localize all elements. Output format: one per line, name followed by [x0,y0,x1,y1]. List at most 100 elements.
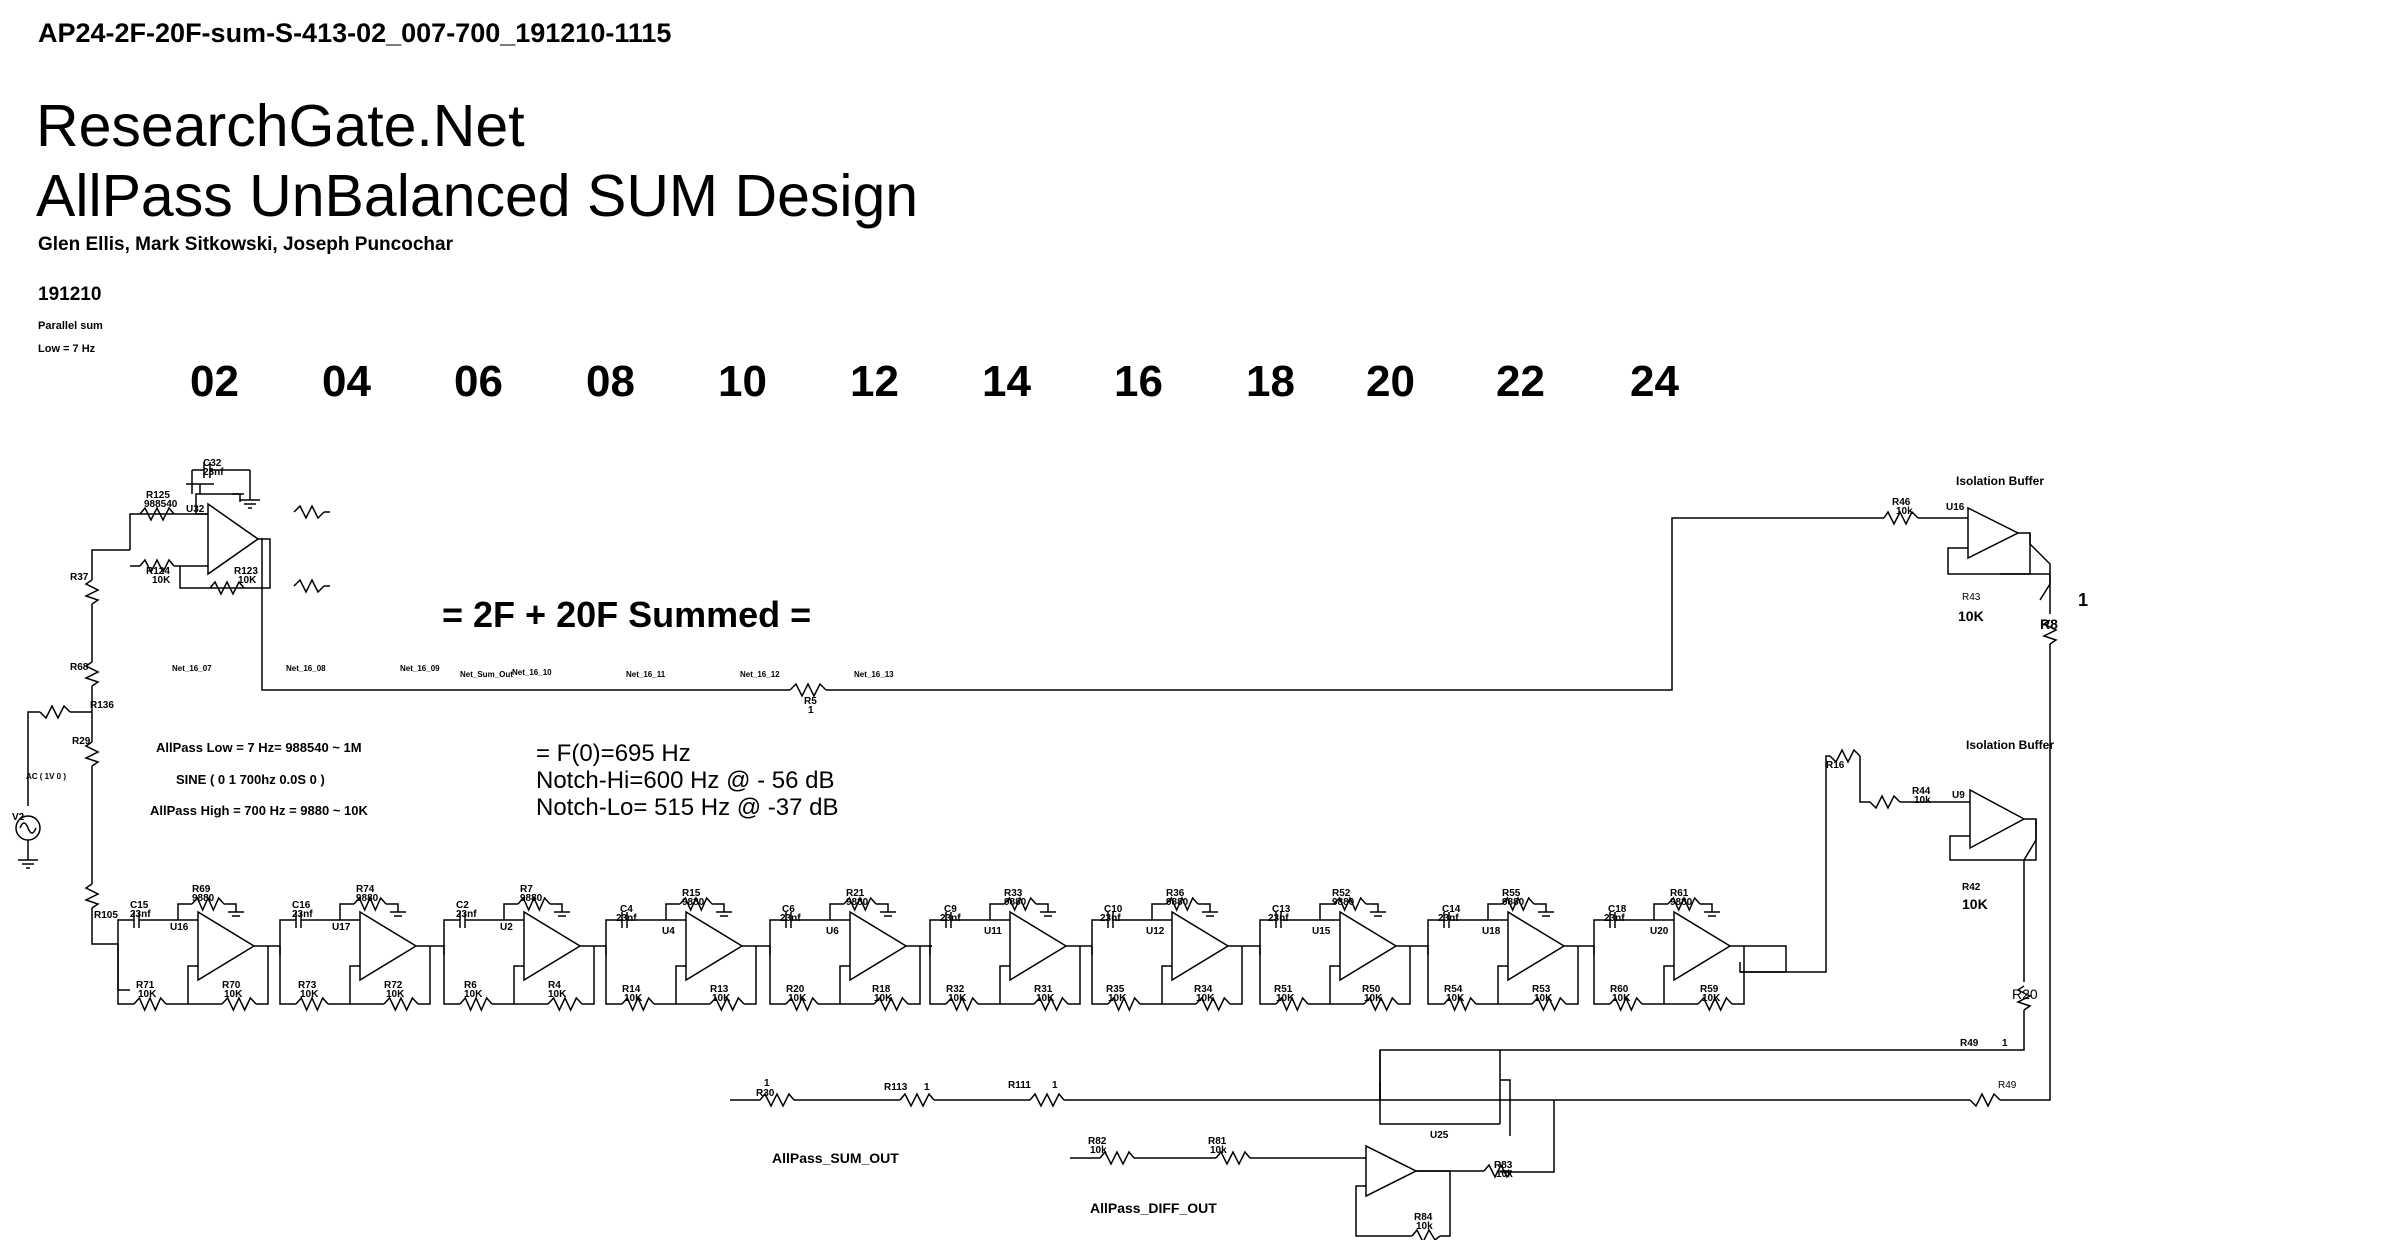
component-ref: R50 [1362,984,1381,995]
resistor [1003,896,1037,912]
resistor [209,580,245,596]
component-value: 23nf [456,909,477,920]
wire [1859,756,1870,803]
component-value: 10K [152,575,171,586]
component-value: 10k [1914,795,1931,806]
wire [179,538,271,589]
resistor [621,996,655,1012]
sine-note: SINE ( 0 1 700hz 0.0S 0 ) [176,772,325,787]
wire [1700,903,1713,912]
component-ref: U16 [170,922,189,933]
wire [279,955,296,1005]
resistor [1531,996,1567,1012]
component-value: 23nf [130,909,151,920]
component-value: 10K [1702,993,1721,1004]
component-ref: U12 [1146,926,1165,937]
component-value: 10K [1364,993,1383,1004]
component-value: 10K [138,989,157,1000]
wire [1151,903,1166,920]
wire [929,955,946,1005]
wire [1427,919,1444,955]
wire [1487,903,1502,920]
wire [1593,919,1610,955]
resistor [139,558,175,574]
wire [876,903,889,912]
isolation-buffer-label: Isolation Buffer [1966,738,2055,752]
wire [1230,946,1243,1005]
component-ref: R123 [234,566,258,577]
notch-hi-note: Notch-Hi=600 Hz @ - 56 dB [536,767,835,794]
stage-label: 02 [190,357,239,406]
wire [117,919,134,955]
note-parallel-sum: Parallel sum [38,320,103,332]
resistor [1107,996,1141,1012]
wire [582,946,595,1005]
component-value: 10K [788,993,807,1004]
component-ref: R69 [192,884,211,895]
wire [2029,533,2051,614]
wire [675,965,710,1005]
opamp [849,910,908,982]
resistor [679,896,713,912]
opamp [207,502,260,576]
resistor [1883,510,1919,526]
buffer-resistor-ref: R42 [1962,882,1981,893]
wire [908,946,921,1005]
component-ref: R15 [682,888,701,899]
resistor [221,996,257,1012]
wire [989,903,1004,920]
wire [1497,965,1532,1005]
component-ref: R74 [356,884,375,895]
wire [1379,1050,1500,1125]
component-ref: R82 [1088,1136,1107,1147]
component-value: 10k [1210,1145,1227,1156]
component-value: 9880 [520,893,543,904]
component-ref: R60 [1610,984,1629,995]
wire [1366,903,1379,912]
component-ref: U15 [1312,926,1331,937]
wire [1319,903,1334,920]
resistor [1275,996,1309,1012]
opamp [1009,910,1068,982]
wire [929,919,946,955]
component-value: 1 [1052,1080,1058,1091]
resistor [84,579,100,605]
opamp [1673,910,1732,982]
resistor [295,996,329,1012]
component-ref: R29 [72,736,91,747]
component-value: 23nf [203,467,224,478]
resistor [191,896,225,912]
wire [839,965,874,1005]
wire [1663,965,1698,1005]
opamp [1339,910,1398,982]
wire [1091,919,1108,955]
component-value: 10K [1612,993,1631,1004]
resistor [133,996,167,1012]
component-ref: R37 [70,572,89,583]
component-ref: R111 [1008,1080,1031,1091]
f0-note: = F(0)=695 Hz [536,740,691,767]
component-ref: R81 [1208,1136,1227,1147]
isolation-buffer-label: Isolation Buffer [1956,474,2045,488]
resistor [873,996,909,1012]
component-value: 10K [238,575,257,586]
net-label: Net_16_08 [286,664,326,673]
wire [1091,955,1108,1005]
summed-label: = 2F + 20F Summed = [442,594,812,635]
opamp [523,910,582,982]
wire [829,903,844,920]
wire [386,903,399,912]
component-ref: U11 [984,926,1002,937]
component-value: 10K [874,993,893,1004]
component-ref: R113 [884,1082,908,1093]
wire [826,517,1884,691]
component-ref: R84 [1414,1212,1433,1223]
component-ref: C15 [130,900,149,911]
wire [27,711,40,806]
resistor [1697,996,1733,1012]
wire [443,955,460,1005]
resistor [1215,1150,1251,1166]
resistor [1363,996,1399,1012]
wire [256,946,269,1005]
resistor [709,996,745,1012]
